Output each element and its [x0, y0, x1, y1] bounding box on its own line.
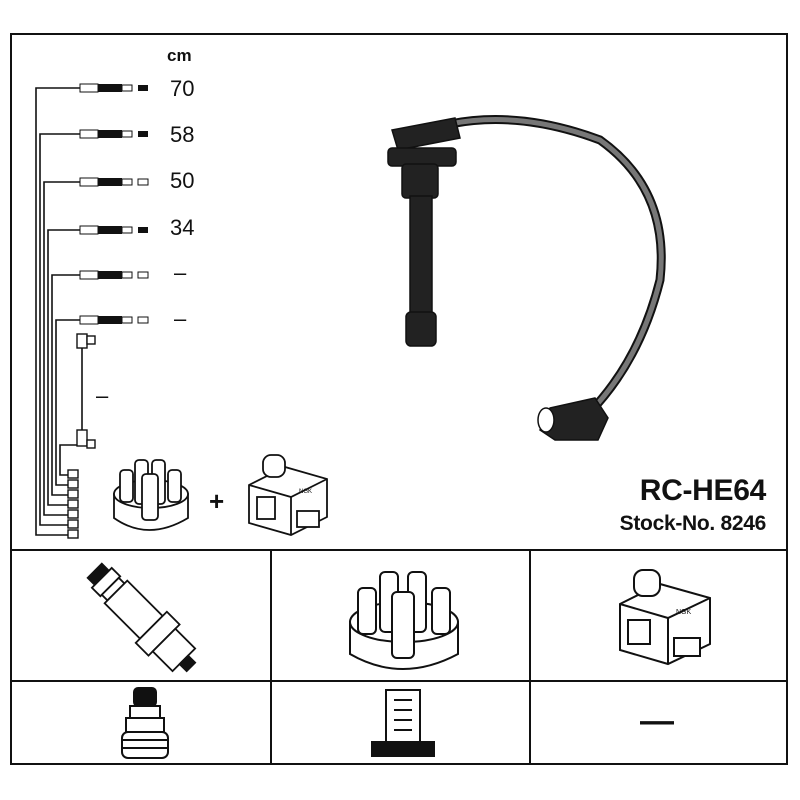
svg-text:NGK: NGK	[676, 609, 692, 616]
distributor-cap-large-icon	[349, 571, 459, 670]
length-label-4: 34	[170, 215, 195, 240]
ignition-coil-icon: NGK	[248, 454, 328, 536]
length-label-3: 50	[170, 168, 195, 193]
cable-connectors	[79, 83, 149, 325]
terminal-stubs	[67, 469, 79, 539]
plug-boot	[387, 117, 461, 347]
column-divider-1	[270, 549, 272, 765]
boot-profile-icon	[121, 687, 169, 759]
coil-lead	[76, 333, 96, 449]
top-section-divider	[10, 549, 788, 551]
length-label-5: –	[174, 260, 187, 285]
diagram-frame	[10, 33, 788, 765]
length-label-7: –	[96, 383, 109, 408]
bottom-row-divider	[10, 680, 788, 682]
length-label-2: 58	[170, 122, 195, 147]
stock-number: Stock-No. 8246	[619, 512, 767, 535]
column-divider-2	[529, 549, 531, 765]
coil-connector	[537, 397, 609, 441]
spark-plug-icon	[86, 562, 197, 673]
ignition-coil-large-icon: NGK	[619, 569, 711, 666]
distributor-cap-icon	[113, 459, 189, 531]
length-label-6: –	[174, 306, 187, 331]
plus-sign: +	[209, 486, 225, 516]
length-label-1: 70	[170, 76, 195, 101]
product-code: RC-HE64	[639, 474, 767, 507]
svg-text:NGK: NGK	[299, 489, 312, 495]
length-unit-label: cm	[167, 46, 192, 65]
terminal-profile-icon	[371, 689, 435, 757]
